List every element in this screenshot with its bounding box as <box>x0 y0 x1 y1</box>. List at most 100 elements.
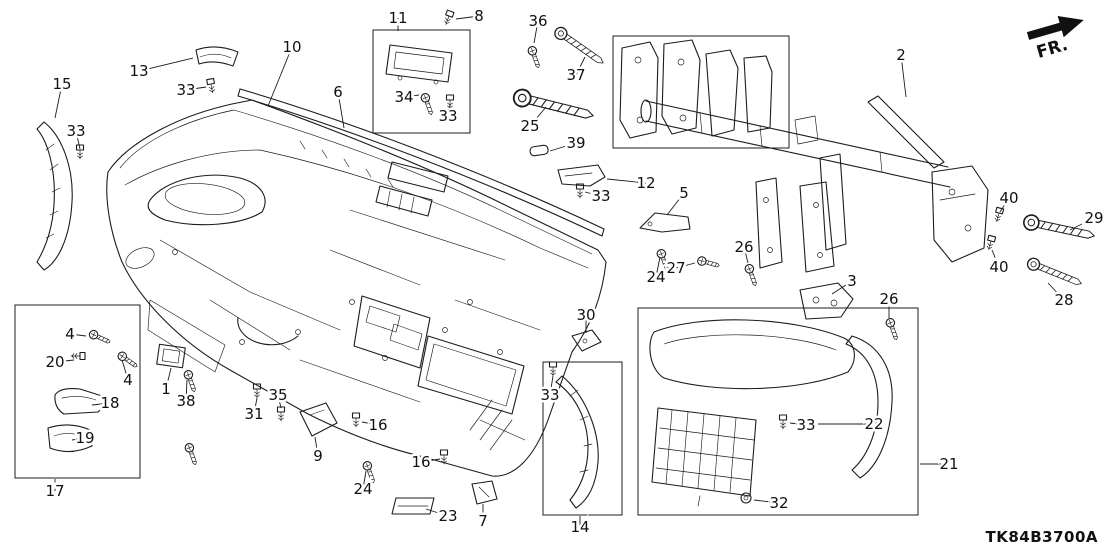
callout-20[interactable]: 20 <box>43 351 67 374</box>
callout-12[interactable]: 12 <box>634 172 658 195</box>
screw-icon <box>182 368 200 394</box>
callout-27[interactable]: 27 <box>664 257 688 280</box>
callout-34[interactable]: 34 <box>392 86 416 109</box>
callout-26[interactable]: 26 <box>877 288 901 311</box>
callout-1[interactable]: 1 <box>159 378 174 401</box>
callout-40[interactable]: 40 <box>987 256 1011 279</box>
leader-line <box>75 130 81 150</box>
leader-line <box>337 91 345 129</box>
callout-17[interactable]: 17 <box>43 480 67 503</box>
callout-14[interactable]: 14 <box>568 516 592 539</box>
leader-line <box>743 246 749 264</box>
callout-2[interactable]: 2 <box>894 44 909 67</box>
callout-16[interactable]: 16 <box>409 451 433 474</box>
left-pillar-trim <box>36 121 73 271</box>
leader-line <box>753 499 780 504</box>
callout-33[interactable]: 33 <box>538 384 562 407</box>
callout-15[interactable]: 15 <box>50 73 74 96</box>
callout-29[interactable]: 29 <box>1082 207 1106 230</box>
steering-hanger-beam <box>612 35 989 273</box>
leader-line <box>529 106 547 127</box>
group-box-14 <box>542 361 623 516</box>
callout-24[interactable]: 24 <box>644 266 668 289</box>
leader-line <box>447 104 451 117</box>
clip-icon <box>70 351 86 361</box>
leader-line <box>54 83 63 119</box>
instrument-panel <box>106 99 607 477</box>
leader-line <box>533 20 539 44</box>
screw-icon <box>183 441 201 467</box>
callout-4[interactable]: 4 <box>121 369 136 392</box>
leader-line <box>455 15 480 20</box>
callout-3[interactable]: 3 <box>845 270 860 293</box>
callout-28[interactable]: 28 <box>1052 289 1076 312</box>
leader-line <box>900 54 907 98</box>
callout-13[interactable]: 13 <box>127 60 151 83</box>
callout-26[interactable]: 26 <box>732 236 756 259</box>
leader-line <box>253 397 258 415</box>
leader-line <box>549 375 554 396</box>
clip-icon <box>548 361 558 377</box>
callout-19[interactable]: 19 <box>73 427 97 450</box>
callout-38[interactable]: 38 <box>174 390 198 413</box>
clip-icon <box>351 412 361 428</box>
leader-line <box>185 379 188 402</box>
callout-4[interactable]: 4 <box>63 323 78 346</box>
leader-line <box>362 470 367 490</box>
callout-37[interactable]: 37 <box>564 64 588 87</box>
pull-handle <box>54 388 104 415</box>
bracket-30 <box>571 329 602 352</box>
corner-cap <box>195 46 239 67</box>
callout-9[interactable]: 9 <box>311 445 326 468</box>
callout-30[interactable]: 30 <box>574 304 598 327</box>
fr-arrow-icon <box>1026 16 1084 40</box>
trim-group-14 <box>542 361 623 516</box>
clip-icon <box>984 234 997 252</box>
callout-25[interactable]: 25 <box>518 115 542 138</box>
bracket-12 <box>557 164 606 187</box>
leader-line <box>549 142 577 152</box>
callout-33[interactable]: 33 <box>436 105 460 128</box>
leader-line <box>991 249 1000 268</box>
leader-line <box>138 57 194 72</box>
callout-23[interactable]: 23 <box>436 505 460 528</box>
callout-5[interactable]: 5 <box>677 182 692 205</box>
callout-8[interactable]: 8 <box>472 5 487 28</box>
screw-icon <box>115 349 140 371</box>
bracket-3 <box>799 282 854 320</box>
callout-21[interactable]: 21 <box>937 453 961 476</box>
clip-icon <box>575 183 585 199</box>
callout-33[interactable]: 33 <box>794 414 818 437</box>
callout-31[interactable]: 31 <box>242 403 266 426</box>
group-box-21 <box>637 307 919 516</box>
callout-40[interactable]: 40 <box>997 187 1021 210</box>
leader-line <box>575 56 586 76</box>
callout-33[interactable]: 33 <box>174 79 198 102</box>
callout-11[interactable]: 11 <box>386 7 410 30</box>
callout-36[interactable]: 36 <box>526 10 550 33</box>
airbag-module <box>651 407 757 507</box>
leader-line <box>999 197 1010 213</box>
group-box-11 <box>372 29 471 134</box>
leader-line <box>91 402 111 406</box>
leader-line <box>185 86 207 91</box>
bolt-icon <box>551 24 608 69</box>
clip-icon <box>276 406 286 422</box>
callout-39[interactable]: 39 <box>564 132 588 155</box>
callout-35[interactable]: 35 <box>266 384 290 407</box>
end-trim-panel <box>555 375 599 509</box>
switch-blank-1 <box>156 343 186 369</box>
callout-16[interactable]: 16 <box>366 414 390 437</box>
leader-line <box>314 436 319 457</box>
callout-22[interactable]: 22 <box>862 413 886 436</box>
callout-7[interactable]: 7 <box>476 510 491 533</box>
callout-24[interactable]: 24 <box>351 478 375 501</box>
callout-33[interactable]: 33 <box>64 120 88 143</box>
callout-18[interactable]: 18 <box>98 392 122 415</box>
callout-33[interactable]: 33 <box>589 185 613 208</box>
callout-10[interactable]: 10 <box>280 36 304 59</box>
callout-32[interactable]: 32 <box>767 492 791 515</box>
callout-6[interactable]: 6 <box>331 81 346 104</box>
